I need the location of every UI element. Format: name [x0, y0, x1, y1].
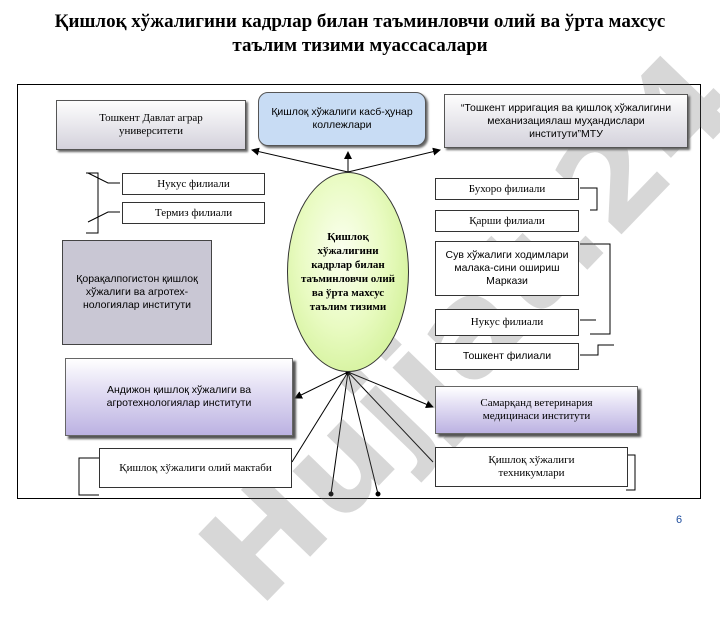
box-nukus-filiali-right[interactable]: Нукус филиали: [435, 309, 579, 336]
box-buxoro-label: Бухоро филиали: [468, 182, 546, 195]
bracket-termiz: [87, 211, 120, 223]
title-line-1: Қишлоқ хўжалигини кадрлар билан таъминло…: [54, 11, 666, 32]
box-suv-label: Сув хўжалиги ходимлари малака-сини ошири…: [445, 249, 569, 287]
connector-lines: [78, 147, 636, 497]
callout-kollej[interactable]: Қишлоқ хўжалиги касб-ҳунар коллежлари: [258, 92, 426, 146]
page-number: 6: [676, 514, 683, 526]
box-nukus-filiali-left-label: Нукус филиали: [157, 177, 230, 190]
box-buxoro-filiali[interactable]: Бухоро филиали: [435, 178, 579, 200]
arrow-to-tashkent-agrar: [251, 147, 349, 173]
bracket-right-low: [580, 344, 614, 356]
box-samarqand-label: Самарқанд ветеринария медицинаси институ…: [480, 397, 593, 422]
box-oliy-maktab-label: Қишлоқ хўжалиги олий мактаби: [119, 461, 272, 474]
box-oliy-maktab[interactable]: Қишлоқ хўжалиги олий мактаби: [99, 448, 292, 488]
box-andijon-instituti[interactable]: Андижон қишлоқ хўжалиги ва агротехнологи…: [65, 358, 293, 436]
box-samarqand-instituti[interactable]: Самарқанд ветеринария медицинаси институ…: [435, 386, 638, 434]
callout-irrigatsiya-label: “Тошкент ирригация ва қишлоқ хўжалигини …: [460, 101, 672, 140]
line-to-maktab: [291, 371, 349, 463]
callout-irrigatsiya[interactable]: “Тошкент ирригация ва қишлоқ хўжалигини …: [444, 94, 688, 148]
box-qoraqalpoq-instituti[interactable]: Қорақалпогистон қишлоқ хўжалиги ва агрот…: [62, 240, 212, 345]
bracket-nukus: [87, 172, 120, 184]
box-qarshi-label: Қарши филиали: [469, 214, 545, 227]
bracket-right-mid: [580, 243, 611, 335]
box-toshkent-label: Тошкент филиали: [462, 350, 552, 362]
callout-tashkent-agrar-label: Тошкент Давлат аграр университети: [99, 112, 203, 137]
box-termiz-filiali[interactable]: Термиз филиали: [122, 202, 265, 224]
line-to-dot-2: [347, 371, 379, 495]
bracket-texnikum: [626, 454, 636, 491]
page-title: Қишлоқ хўжалигини кадрлар билан таъминло…: [0, 10, 720, 58]
box-andijon-label: Андижон қишлоқ хўжалиги ва агротехнологи…: [106, 384, 252, 409]
bracket-left-big: [86, 172, 99, 234]
arrow-to-andijon: [294, 371, 349, 399]
arrow-to-samarqand: [347, 371, 434, 409]
bracket-maktab: [78, 457, 99, 496]
box-nukus-filiali-left[interactable]: Нукус филиали: [122, 173, 265, 195]
arrow-to-irrigatsiya: [347, 147, 441, 173]
diagram-frame: [17, 84, 701, 499]
line-to-texnikum: [347, 371, 434, 463]
title-line-2: таълим тизими муассасалари: [232, 35, 488, 56]
callout-tashkent-agrar[interactable]: Тошкент Давлат аграр университети: [56, 100, 246, 150]
box-suv-markazi[interactable]: Сув хўжалиги ходимлари малака-сини ошири…: [435, 241, 579, 296]
box-qoraqalpoq-label: Қорақалпогистон қишлоқ хўжалиги ва агрот…: [76, 273, 198, 311]
box-texnikumlari[interactable]: Қишлоқ хўжалиги техникумлари: [435, 447, 628, 487]
box-termiz-filiali-label: Термиз филиали: [154, 206, 233, 219]
box-nukus-filiali-right-label: Нукус филиали: [470, 316, 544, 328]
center-ellipse[interactable]: Қишлоқ хўжалигини кадрлар билан таъминло…: [287, 172, 409, 372]
callout-kollej-label: Қишлоқ хўжалиги касб-ҳунар коллежлари: [271, 106, 413, 131]
center-label: Қишлоқ хўжалигини кадрлар билан таъминло…: [300, 231, 396, 313]
box-qarshi-filiali[interactable]: Қарши филиали: [435, 210, 579, 232]
bracket-right-top: [580, 187, 598, 211]
box-texnikum-label: Қишлоқ хўжалиги техникумлари: [488, 454, 575, 479]
box-toshkent-filiali[interactable]: Тошкент филиали: [435, 343, 579, 370]
line-to-dot-1: [330, 371, 349, 495]
